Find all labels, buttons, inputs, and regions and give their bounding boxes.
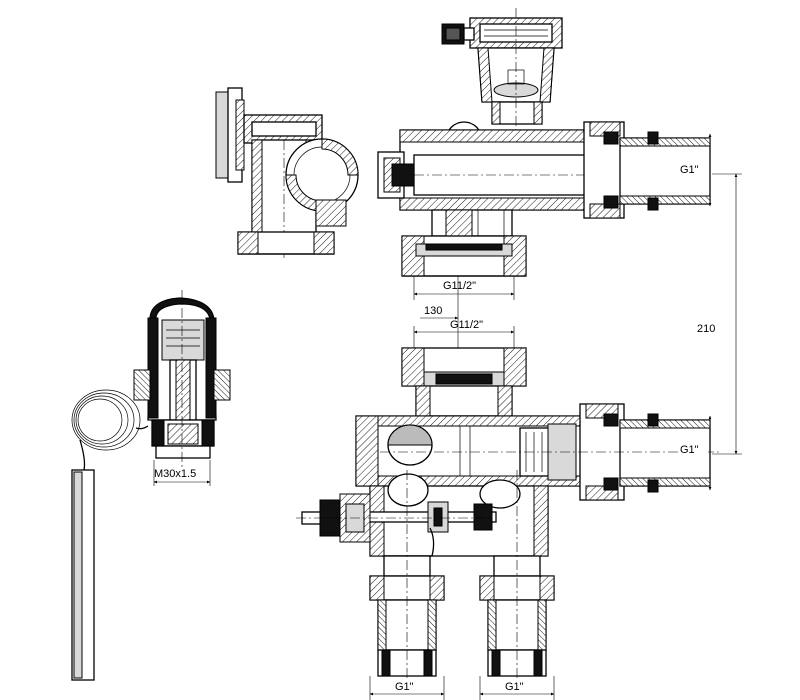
dim-bottom-right-thread: G1" — [505, 681, 524, 693]
dimension-labels: G1" G11/2" 130 G11/2" 210 G1" M30x1.5 G1… — [154, 162, 720, 693]
dim-lower-outlet-thread: G1" — [680, 444, 699, 456]
capillary-sensor — [71, 389, 149, 681]
dim-bottom-left-thread: G1" — [395, 681, 414, 693]
dim-height-210: 210 — [697, 323, 715, 335]
side-view-valve — [215, 87, 359, 258]
top-valve-assembly — [377, 8, 711, 277]
thermostatic-actuator — [133, 290, 231, 470]
dim-upper-flange-thread: G11/2" — [443, 280, 476, 292]
bottom-right-outlet — [479, 470, 555, 680]
lower-pump-group-body — [296, 347, 720, 557]
dimension-lines — [153, 133, 742, 700]
dim-actuator-thread: M30x1.5 — [154, 468, 196, 480]
bottom-left-outlet — [369, 470, 445, 680]
dim-spacing-130: 130 — [424, 305, 442, 317]
dim-top-outlet-thread: G1" — [680, 164, 699, 176]
dim-lower-flange-thread: G11/2" — [450, 319, 483, 331]
